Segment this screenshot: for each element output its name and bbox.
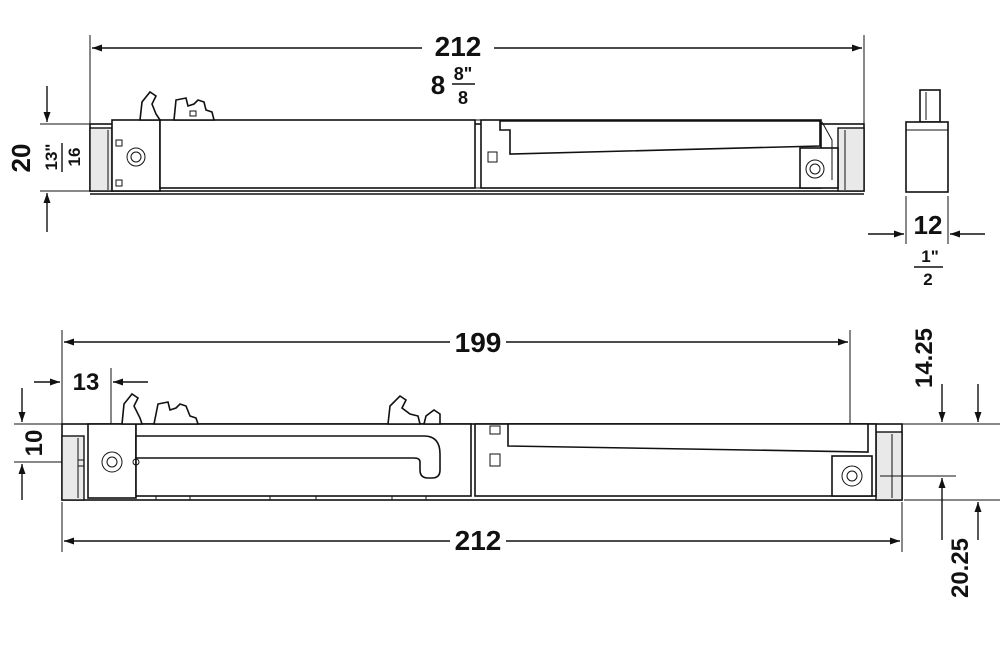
end-width-mm: 12 (914, 210, 943, 240)
bottom-right-upper: 14.25 (911, 328, 938, 388)
top-length-inch-numerator: 8" (454, 64, 473, 84)
top-length-inch-denominator: 8 (458, 88, 468, 108)
top-view: 212 8 8" 8 20 13" 16 (6, 31, 865, 232)
top-length-mm: 212 (435, 31, 482, 62)
bottom-right-lower: 20.25 (947, 538, 974, 598)
top-length-inch-whole: 8 (431, 70, 445, 100)
top-height-inch-denominator: 16 (65, 148, 84, 167)
bottom-inner-length: 199 (455, 327, 502, 358)
end-view-body (905, 121, 949, 193)
top-height-mm: 20 (6, 144, 36, 173)
bottom-view: 199 13 10 (14, 327, 1000, 598)
top-height-inch-numerator: 13" (42, 144, 61, 171)
bottom-offset: 13 (73, 369, 100, 396)
end-width-inch-denominator: 2 (923, 270, 932, 289)
bottom-overall-length: 212 (455, 525, 502, 556)
end-width-inch-numerator: 1" (921, 247, 939, 266)
end-view: 12 1" 2 (868, 89, 985, 289)
bottom-height: 10 (21, 430, 48, 457)
